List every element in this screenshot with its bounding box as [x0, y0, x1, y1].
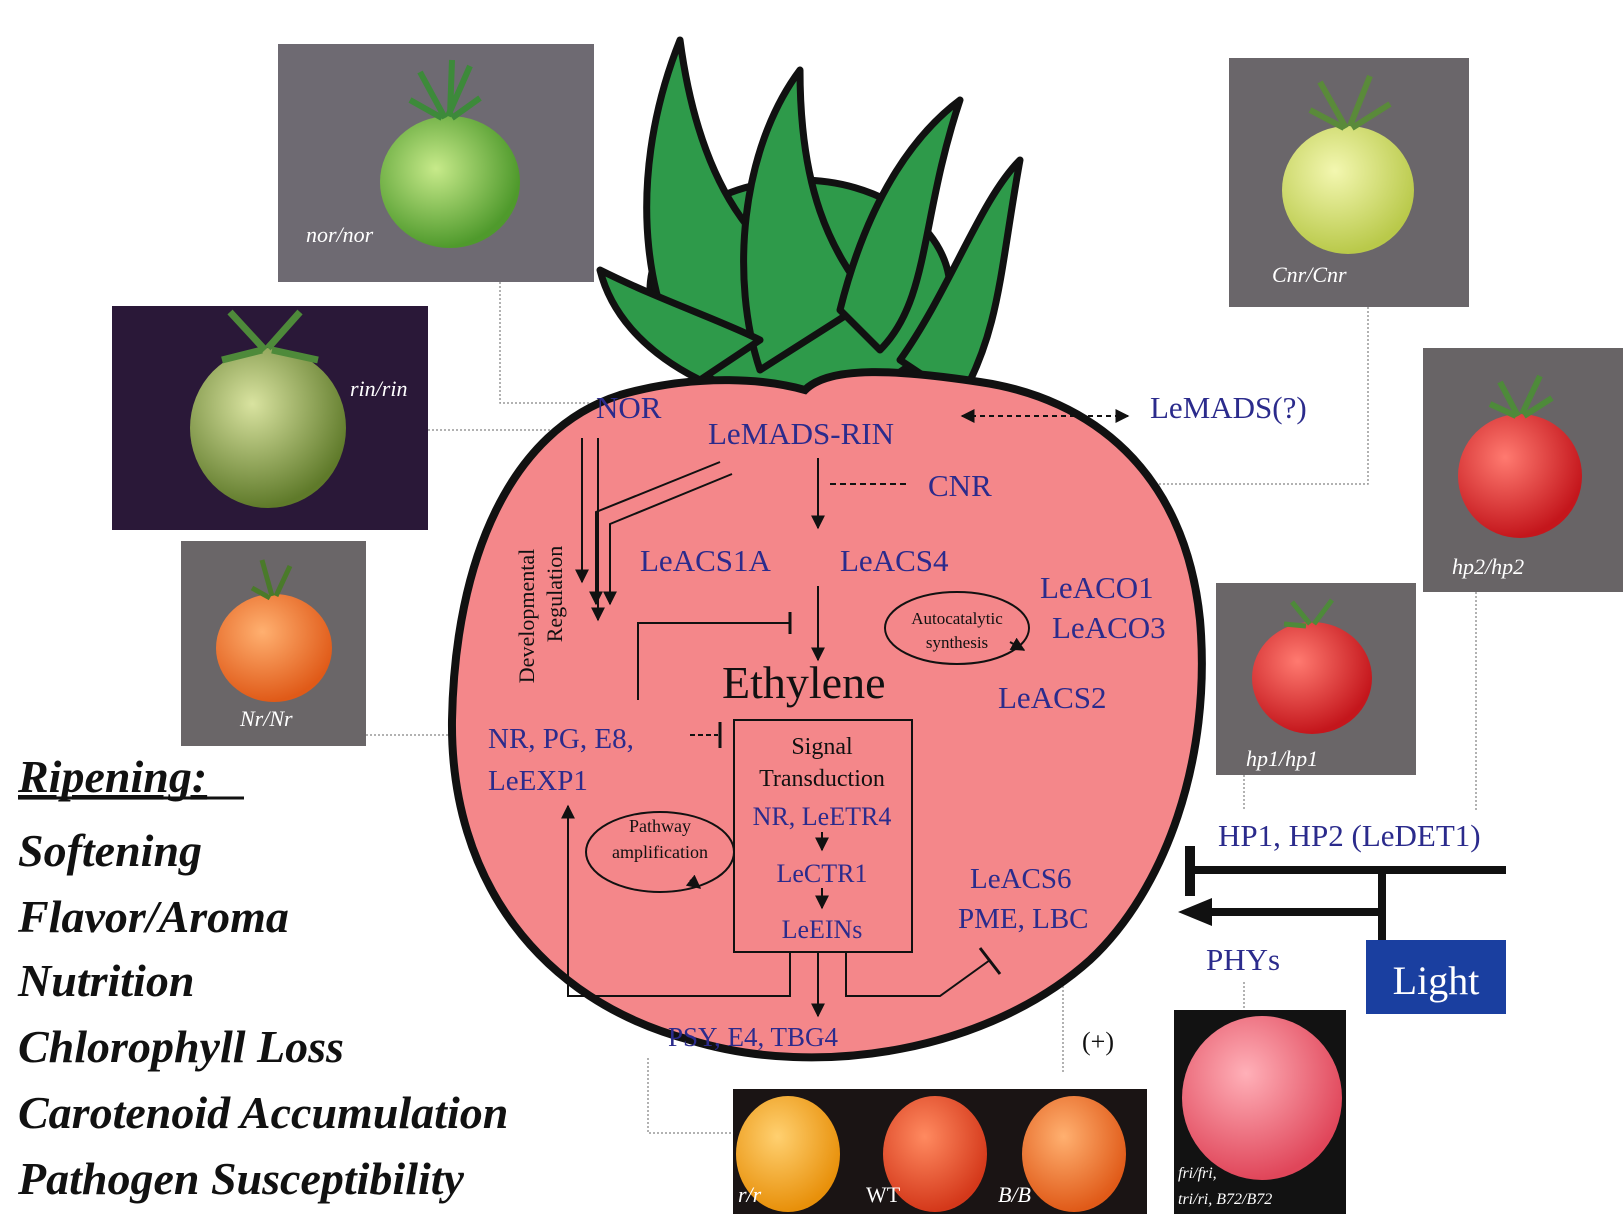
- ripening-item: Softening: [18, 825, 202, 876]
- ripening-heading: Ripening:: [17, 751, 207, 802]
- pathway-line2: amplification: [612, 842, 708, 862]
- dev-reg-line1: Developmental: [514, 549, 539, 683]
- gene-lectr1: LeCTR1: [777, 859, 868, 888]
- ripening-list: Ripening: Softening Flavor/Aroma Nutriti…: [17, 751, 508, 1204]
- signal-line1: Signal: [791, 734, 853, 760]
- photo-hp2: hp2/hp2: [1423, 348, 1623, 592]
- signal-line2: Transduction: [759, 766, 885, 792]
- leaves: [600, 40, 1020, 400]
- gene-leaco3: LeACO3: [1052, 610, 1166, 645]
- gene-cnr: CNR: [928, 468, 992, 503]
- ripening-item: Carotenoid Accumulation: [18, 1087, 508, 1138]
- gene-leacs2: LeACS2: [998, 680, 1107, 715]
- gene-pme-lbc: PME, LBC: [958, 903, 1089, 935]
- gene-lemads-rin: LeMADS-RIN: [708, 416, 894, 451]
- ripening-item: Chlorophyll Loss: [18, 1021, 344, 1072]
- ripening-item: Pathogen Susceptibility: [17, 1153, 465, 1204]
- photo-hp1: hp1/hp1: [1216, 583, 1416, 775]
- label-cnr: Cnr/Cnr: [1272, 262, 1347, 287]
- label-bottom-rr: r/r: [738, 1182, 762, 1207]
- label-bottom-bb: B/B: [998, 1182, 1031, 1207]
- gene-nor: NOR: [596, 390, 662, 425]
- ripening-item: Nutrition: [17, 955, 194, 1006]
- autocatalytic-line2: synthesis: [926, 633, 988, 652]
- photo-nor: nor/nor: [278, 44, 594, 282]
- photo-cnr: Cnr/Cnr: [1229, 58, 1469, 307]
- photo-bottom-fruits: r/r WT B/B: [733, 1089, 1147, 1214]
- label-bottom-wt: WT: [866, 1182, 901, 1207]
- light-lines: [1178, 846, 1506, 940]
- gene-leacs6: LeACS6: [970, 863, 1072, 895]
- gene-leacs4: LeACS4: [840, 543, 949, 578]
- label-rin: rin/rin: [350, 376, 407, 401]
- label-fri-1: fri/fri,: [1178, 1165, 1217, 1182]
- ripening-item: Flavor/Aroma: [17, 891, 289, 942]
- light-label: Light: [1393, 958, 1480, 1003]
- gene-psy-e4-tbg4: PSY, E4, TBG4: [668, 1022, 839, 1052]
- gene-leeins: LeEINs: [782, 915, 863, 944]
- gene-ethylene: Ethylene: [722, 657, 886, 708]
- gene-leexp1: LeEXP1: [488, 765, 588, 797]
- label-hp2: hp2/hp2: [1452, 554, 1524, 579]
- gene-nr-pg-e8: NR, PG, E8,: [488, 723, 634, 755]
- plus-label: (+): [1082, 1027, 1114, 1056]
- gene-leacs1a: LeACS1A: [640, 543, 772, 578]
- label-hp1: hp1/hp1: [1246, 746, 1318, 771]
- autocatalytic-line1: Autocatalytic: [911, 609, 1003, 628]
- gene-nr-leetr4: NR, LeETR4: [753, 802, 892, 831]
- label-nor: nor/nor: [306, 222, 374, 247]
- gene-phys: PHYs: [1206, 942, 1280, 977]
- dev-reg-line2: Regulation: [542, 546, 567, 643]
- gene-leaco1: LeACO1: [1040, 570, 1154, 605]
- photo-fri: fri/fri, tri/ri, B72/B72: [1174, 1010, 1346, 1214]
- label-fri-2: tri/ri, B72/B72: [1178, 1191, 1272, 1208]
- label-nr: Nr/Nr: [239, 706, 293, 731]
- photo-nr: Nr/Nr: [181, 541, 366, 746]
- photo-rin: rin/rin: [112, 306, 428, 530]
- gene-hp1-hp2: HP1, HP2 (LeDET1): [1218, 818, 1481, 853]
- gene-lemads-q: LeMADS(?): [1150, 390, 1307, 425]
- pathway-line1: Pathway: [629, 816, 691, 836]
